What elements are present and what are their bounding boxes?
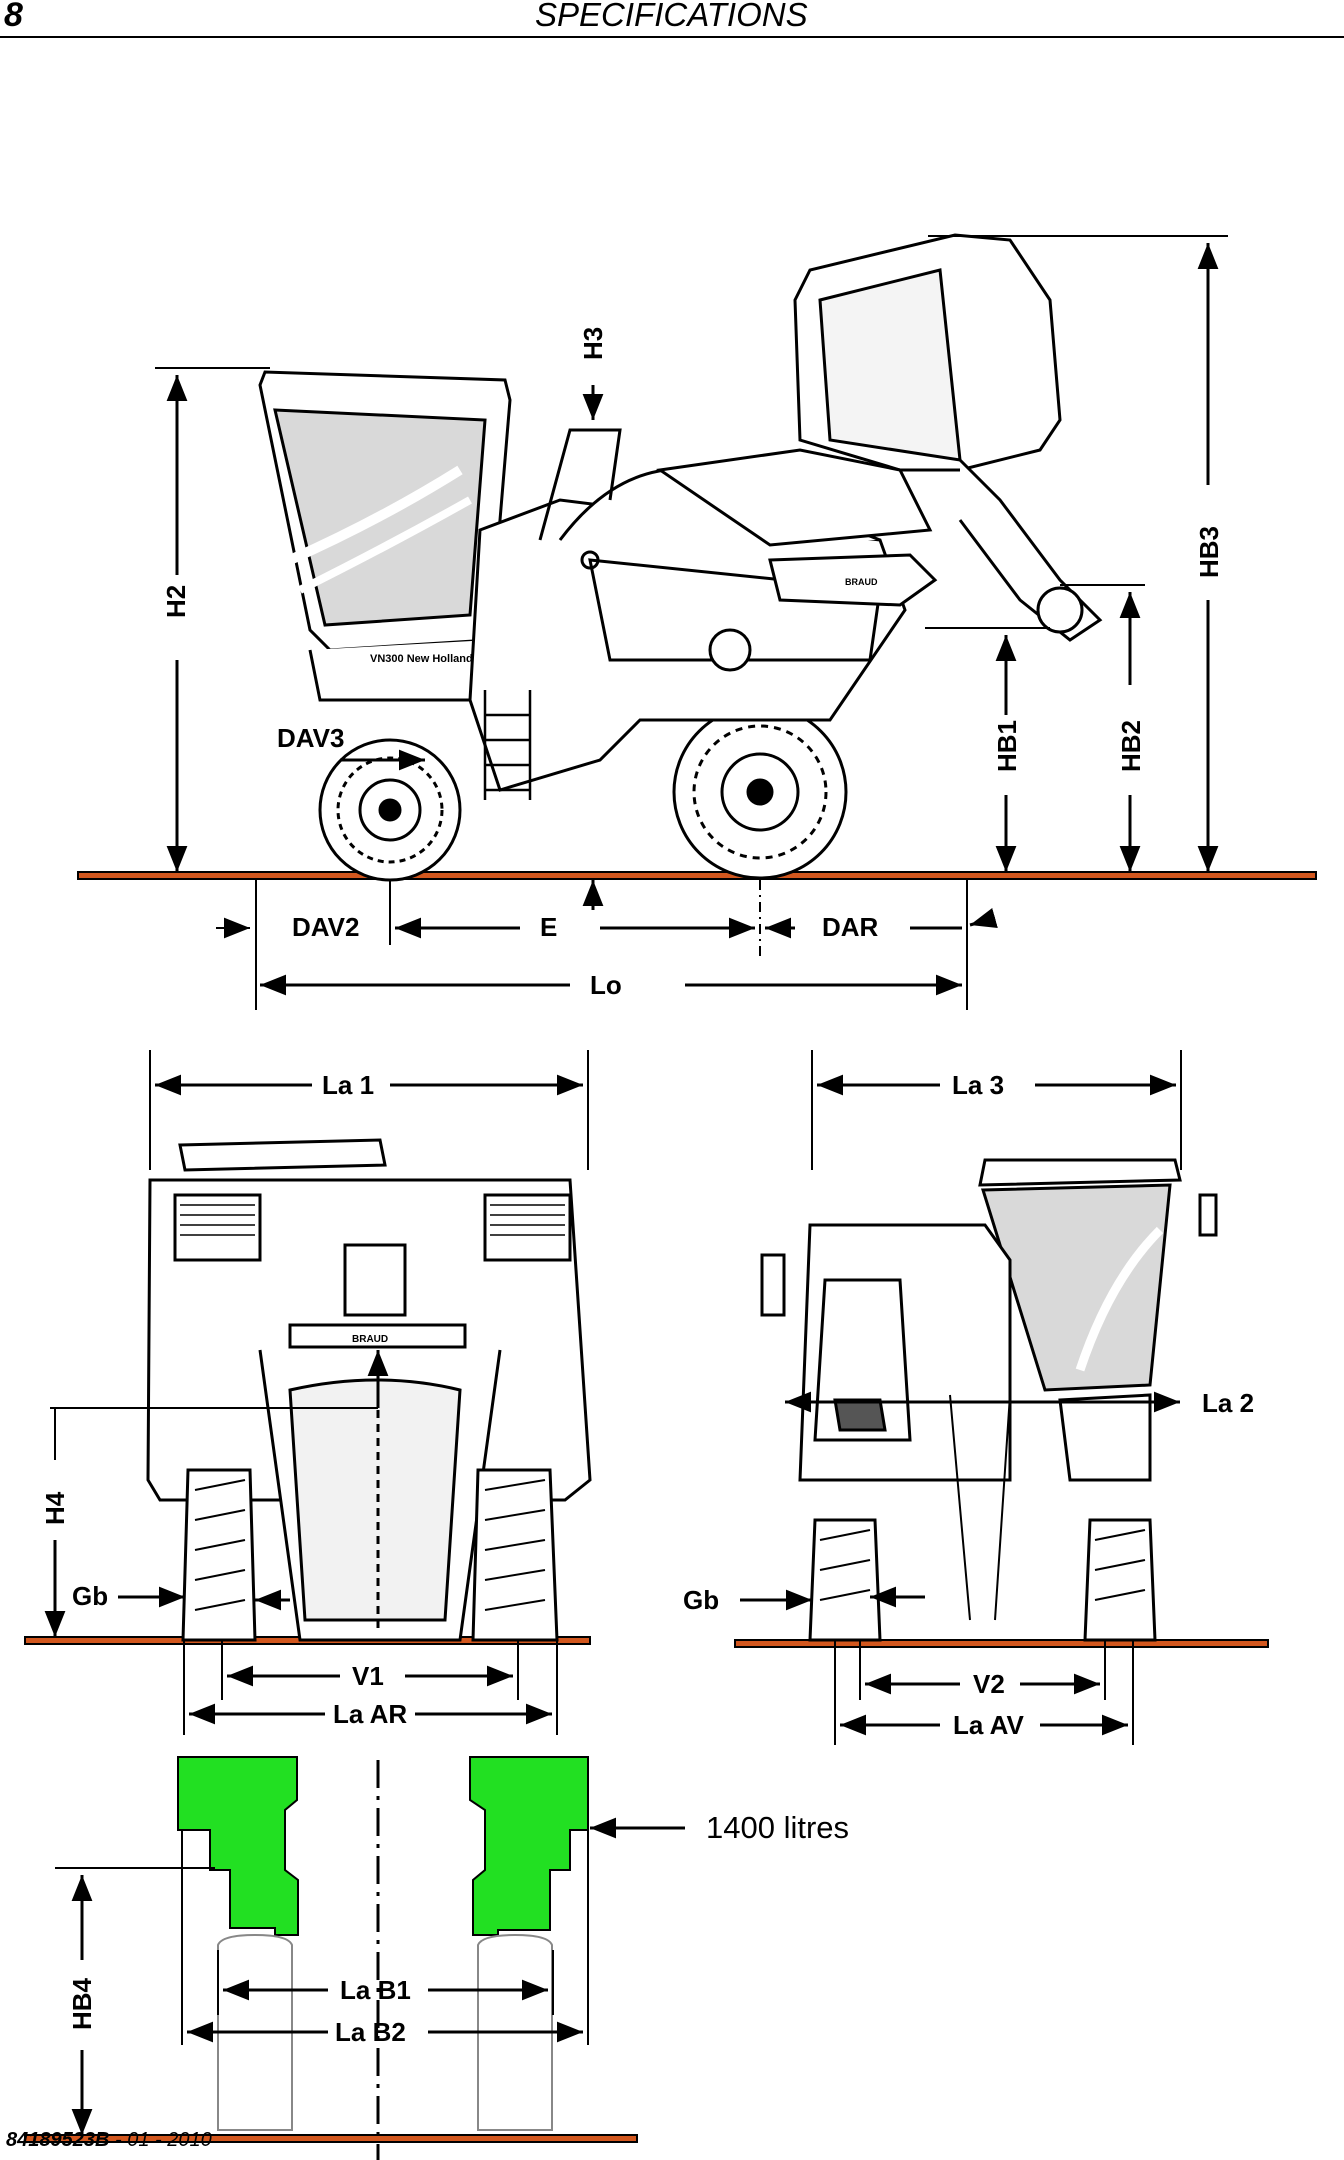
rear-large-wheel — [672, 704, 848, 880]
handrail — [538, 428, 622, 541]
document-revision: - 01 - 2010 — [115, 2129, 212, 2151]
rear-left-wheel — [181, 1468, 257, 1642]
front-view-labels: La 3 La 2 Gb V2 La AV — [683, 1070, 1254, 1740]
rear-view-labels: La 1 H4 Gb V1 La AR — [40, 1070, 407, 1729]
access-ladder — [483, 690, 532, 800]
hopper-view-drawing — [24, 1756, 638, 2160]
label-la-av: La AV — [953, 1710, 1024, 1740]
label-e: E — [540, 912, 557, 942]
hopper-view-dimensions — [55, 1817, 685, 2135]
rear-center-block — [343, 1243, 407, 1317]
page-header: 8 SPECIFICATIONS — [0, 0, 1344, 40]
label-la2: La 2 — [1202, 1388, 1254, 1418]
side-view-labels: H2 H3 DAV3 DAV2 E DAR Lo HB1 HB2 HB3 — [161, 327, 1224, 1000]
label-hb3: HB3 — [1194, 526, 1224, 578]
front-left-wheel — [808, 1518, 882, 1642]
hopper-view-labels: HB4 La B1 La B2 1400 litres — [67, 1810, 849, 2047]
rear-braud-badge: BRAUD — [352, 1334, 388, 1345]
label-gb-rear: Gb — [72, 1581, 108, 1611]
document-footer: 84189523B - 01 - 2010 — [6, 2129, 212, 2152]
front-cab-window — [980, 1183, 1172, 1392]
ground-line-hopper — [24, 2134, 638, 2143]
document-number: 84189523B — [6, 2129, 110, 2151]
conveyor-housing — [768, 553, 938, 607]
rear-view-drawing: BRAUD — [24, 1138, 592, 1645]
label-dar: DAR — [822, 912, 879, 942]
cab-model-badge: VN300 New Holland — [370, 653, 473, 665]
front-view-dimensions — [740, 1050, 1182, 1745]
label-hb1: HB1 — [992, 720, 1022, 772]
right-shaker-box — [483, 1193, 572, 1262]
label-v2: V2 — [973, 1669, 1005, 1699]
left-mirror — [760, 1253, 786, 1317]
hopper-capacity-note: 1400 litres — [706, 1810, 849, 1845]
ground-line-side — [77, 871, 1317, 880]
label-h3: H3 — [578, 327, 608, 360]
right-mirror — [1198, 1193, 1218, 1237]
side-braud-badge: BRAUD — [845, 577, 878, 587]
label-la3: La 3 — [952, 1070, 1004, 1100]
side-view-drawing: VN300 New Holland BRAUD — [77, 233, 1317, 882]
label-h4: H4 — [40, 1491, 70, 1525]
rear-right-wheel — [471, 1468, 559, 1642]
page-number: 8 — [4, 0, 23, 34]
label-dav3: DAV3 — [277, 723, 344, 753]
label-la-ar: La AR — [333, 1699, 407, 1729]
front-right-wheel — [1083, 1518, 1157, 1642]
label-hb2: HB2 — [1116, 720, 1146, 772]
left-shaker-box — [173, 1193, 262, 1262]
label-la1: La 1 — [322, 1070, 374, 1100]
label-lo: Lo — [590, 970, 622, 1000]
label-la-b1: La B1 — [340, 1975, 411, 2005]
header-rule — [0, 36, 1344, 38]
label-la-b2: La B2 — [335, 2017, 406, 2047]
right-hopper — [469, 1756, 589, 1936]
side-view-dimensions — [155, 235, 1228, 1010]
front-small-wheel — [318, 738, 462, 882]
page-title: SPECIFICATIONS — [535, 0, 808, 33]
label-gb-front: Gb — [683, 1585, 719, 1615]
rear-view-dimensions — [44, 1050, 589, 1735]
ground-line-front — [734, 1639, 1269, 1648]
label-h2: H2 — [161, 585, 191, 618]
label-hb4: HB4 — [67, 1977, 97, 2030]
label-v1: V1 — [352, 1661, 384, 1691]
label-dav2: DAV2 — [292, 912, 359, 942]
left-hopper — [177, 1756, 299, 1936]
